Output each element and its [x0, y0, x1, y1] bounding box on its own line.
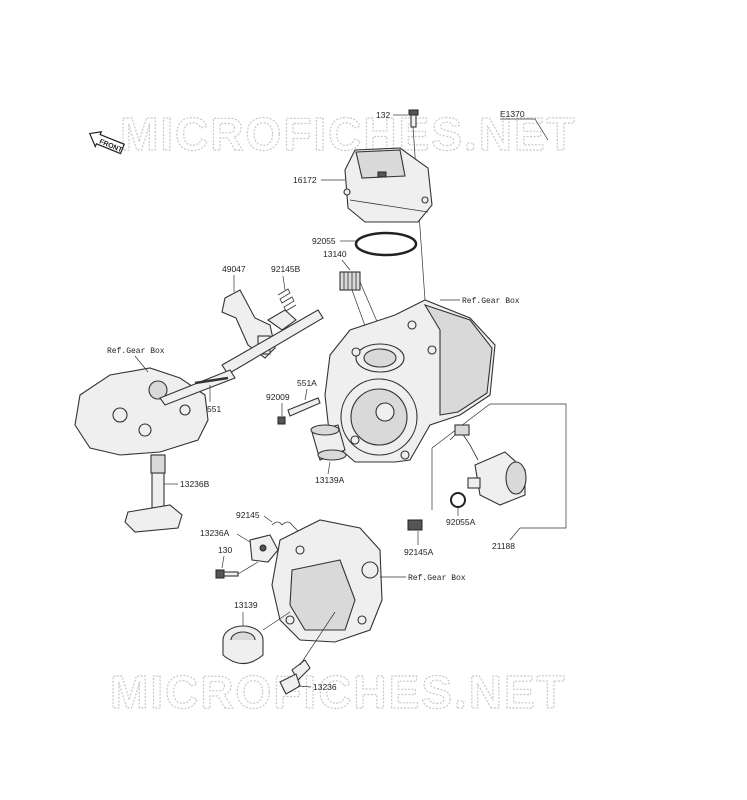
spring-92145	[271, 521, 299, 532]
label-13236b: 13236B	[180, 479, 210, 489]
main-housing	[324, 299, 496, 463]
bracket-21188	[431, 403, 567, 529]
spring-92145a	[407, 519, 423, 531]
header-code: E1370	[500, 109, 525, 119]
bolt-132	[408, 109, 419, 128]
label-13139a: 13139A	[315, 475, 345, 485]
pin-551	[194, 376, 229, 385]
o-ring-92055	[354, 231, 418, 257]
label-49047: 49047	[222, 264, 246, 274]
watermark-bottom: MICROFICHES.NET	[110, 666, 567, 718]
cover-16172	[343, 147, 433, 223]
label-92009: 92009	[266, 392, 290, 402]
shaft-13236b	[124, 454, 183, 533]
leader-e1370	[500, 118, 549, 141]
label-92055: 92055	[312, 236, 336, 246]
watermark-top: MICROFICHES.NET	[120, 108, 577, 160]
ref-gearbox-left: Ref.Gear Box	[107, 347, 165, 356]
label-16172: 16172	[293, 175, 317, 185]
label-92145a: 92145A	[404, 547, 434, 557]
label-551a: 551A	[297, 378, 317, 388]
label-130: 130	[218, 545, 232, 555]
lever-13236a	[249, 534, 279, 563]
gearbox-lower	[271, 519, 383, 643]
label-132: 132	[376, 110, 390, 120]
label-92145b: 92145B	[271, 264, 301, 274]
spring-92145b	[277, 288, 297, 312]
label-92145: 92145	[236, 510, 260, 520]
label-13236a: 13236A	[200, 528, 230, 538]
pin-551a	[287, 397, 321, 417]
label-13140: 13140	[323, 249, 347, 259]
label-21188: 21188	[492, 541, 515, 551]
sensor-13140	[339, 271, 361, 291]
label-551: 551	[207, 404, 221, 414]
sleeve-13139a	[310, 424, 347, 461]
ref-gearbox-right-bottom: Ref.Gear Box	[408, 574, 466, 583]
plug-92009	[277, 416, 286, 425]
gear-13139	[222, 625, 264, 665]
shift-shaft	[221, 309, 324, 375]
label-92055a: 92055A	[446, 517, 476, 527]
label-13139: 13139	[234, 600, 258, 610]
o-ring-92055a	[450, 492, 466, 508]
bolt-130	[215, 569, 239, 579]
actuator-21188	[449, 424, 527, 506]
label-13236: 13236	[313, 682, 337, 692]
ref-gearbox-right-top: Ref.Gear Box	[462, 297, 520, 306]
